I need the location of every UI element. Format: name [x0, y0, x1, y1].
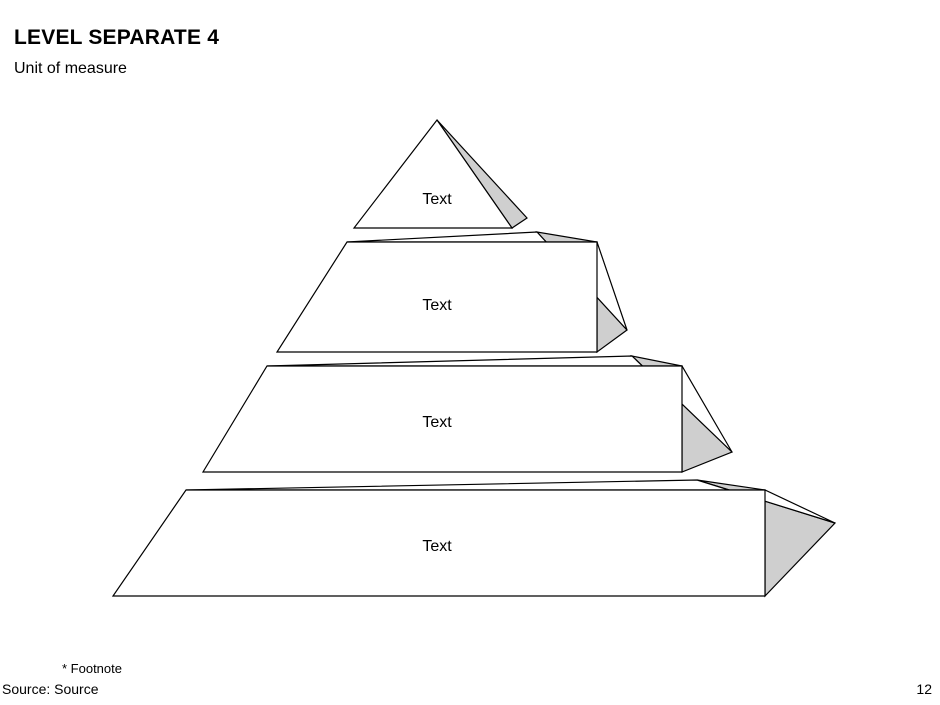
pyramid-level-3-label: Text	[422, 414, 452, 431]
pyramid-level-1[interactable]: Text	[352, 118, 528, 229]
page-number: 12	[916, 681, 932, 697]
pyramid-level-2-front-face	[275, 241, 598, 353]
pyramid-level-3[interactable]: Text	[201, 355, 734, 473]
pyramid-level-1-front-face	[352, 118, 514, 229]
page-subtitle: Unit of measure	[14, 60, 127, 77]
pyramid-level-4[interactable]: Text	[111, 479, 837, 598]
pyramid-level-2[interactable]: Text	[275, 231, 628, 354]
pyramid-level-2-label: Text	[422, 297, 452, 314]
pyramid-level-4-label: Text	[422, 538, 452, 555]
pyramid-level-1-label: Text	[422, 191, 452, 208]
source-text: Source: Source	[2, 681, 99, 697]
pyramid-level-3-front-face	[201, 365, 683, 473]
page-title: LEVEL SEPARATE 4	[14, 26, 220, 49]
pyramid-level-4-front-face	[111, 489, 766, 597]
footnote-text: * Footnote	[62, 661, 122, 676]
